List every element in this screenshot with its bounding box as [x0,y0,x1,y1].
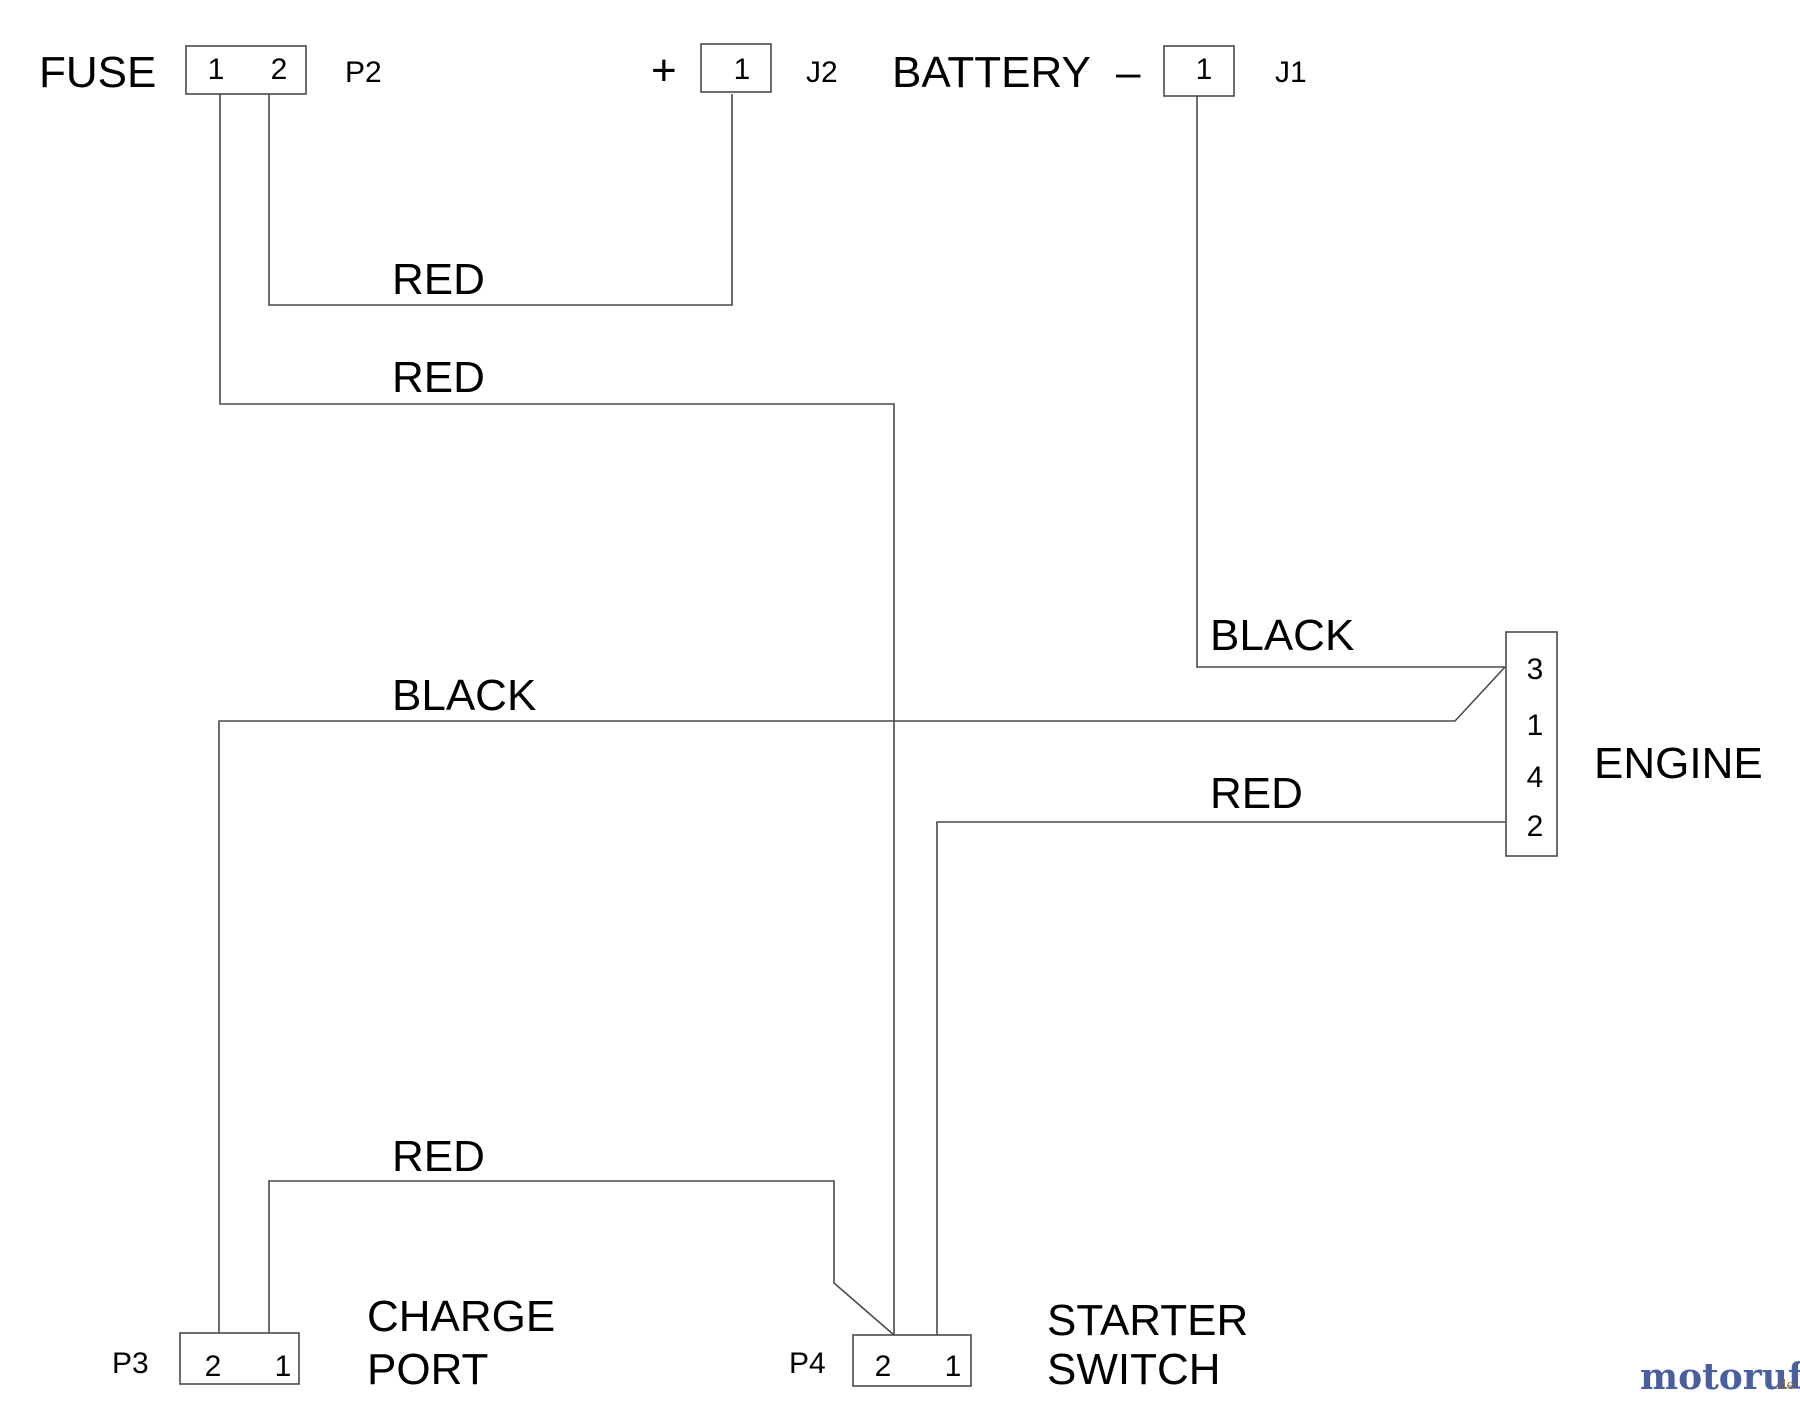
charge-port-label-line2: PORT [367,1345,488,1394]
battery-minus-sign: – [1116,48,1141,97]
wire-label-fuse1-to-starter: RED [392,353,485,402]
connector-p3-name: P3 [112,1347,149,1380]
watermark-brand: motoruf [1640,1356,1800,1398]
connector-p4: 2 1 [852,1334,972,1387]
starter-switch-label-line1: STARTER [1047,1296,1248,1345]
wire-battery-neg-to-engine [1196,96,1505,668]
connector-engine-pin-4: 4 [1527,761,1544,794]
connector-p4-box [852,1334,972,1387]
connector-engine-pin-2: 2 [1527,810,1544,843]
connector-j1: 1 [1163,45,1235,97]
connector-j1-pin-1: 1 [1196,53,1213,86]
connector-j2-pin-1: 1 [734,53,751,86]
engine-label: ENGINE [1594,739,1763,788]
watermark-logo: motoruf .de [1640,1356,1800,1398]
watermark-suffix: .de [1774,1378,1794,1393]
connector-engine-pin-3: 3 [1527,653,1544,686]
wire-engine-to-charge [218,666,1506,1333]
connector-p2-box [185,45,307,95]
connector-p4-pin-1: 1 [945,1350,962,1383]
fuse-label: FUSE [39,48,156,97]
wire-label-charge-to-starter: RED [392,1132,485,1181]
connector-j1-box [1163,45,1235,97]
connector-p2-pin-1: 1 [208,53,225,86]
wire-label-fuse2-to-j2: RED [392,255,485,304]
connector-j2-box [700,43,772,93]
wire-label-battery-neg-to-engine: BLACK [1210,611,1354,660]
connector-p3-pin-2: 2 [205,1350,222,1383]
connector-engine: 3 1 4 2 [1505,631,1558,857]
wires [218,94,1506,1336]
wire-label-engine-to-starter: RED [1210,769,1303,818]
battery-label: BATTERY [892,48,1091,97]
wire-fuse2-to-j2 [268,94,733,306]
connector-j2-name: J2 [806,56,838,89]
connector-p2-pin-2: 2 [271,53,288,86]
wire-engine-to-starter [936,821,1505,1335]
battery-plus-sign: + [651,46,677,95]
starter-switch-label-line2: SWITCH [1047,1345,1221,1394]
connector-p3: 2 1 [179,1332,300,1385]
wire-label-engine-to-charge: BLACK [392,671,536,720]
connector-p2: 1 2 [185,45,307,95]
connector-p2-name: P2 [345,56,382,89]
connector-p3-pin-1: 1 [275,1350,292,1383]
connector-engine-box [1505,631,1558,857]
wire-charge-to-starter [268,1180,895,1336]
charge-port-label-line1: CHARGE [367,1292,555,1341]
connector-j2: 1 [700,43,772,93]
connector-j1-name: J1 [1275,56,1307,89]
connector-p3-box [179,1332,300,1385]
connector-p4-pin-2: 2 [875,1350,892,1383]
connector-p4-name: P4 [789,1347,826,1380]
wire-fuse1-to-starter [219,94,895,1335]
connector-engine-pin-1: 1 [1527,709,1544,742]
